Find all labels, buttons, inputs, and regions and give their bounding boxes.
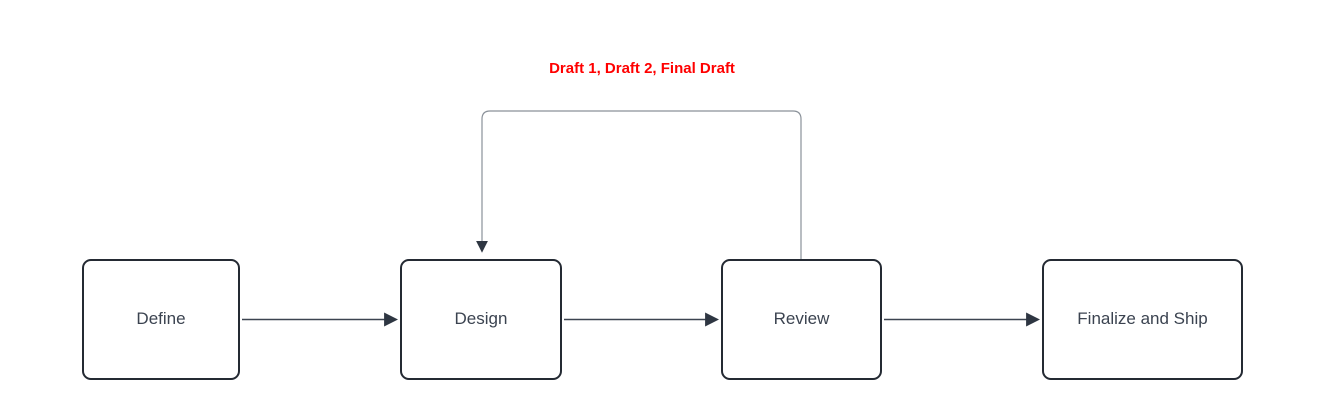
node-define-label: Define bbox=[136, 309, 186, 329]
node-design[interactable]: Design bbox=[400, 259, 562, 380]
node-review-label: Review bbox=[773, 309, 830, 329]
node-finalize-and-ship-label: Finalize and Ship bbox=[1077, 309, 1208, 329]
node-finalize-and-ship[interactable]: Finalize and Ship bbox=[1042, 259, 1243, 380]
node-define[interactable]: Define bbox=[82, 259, 240, 380]
edge-review-to-design-feedback-loop bbox=[476, 110, 802, 259]
node-review[interactable]: Review bbox=[721, 259, 882, 380]
feedback-edge-label: Draft 1, Draft 2, Final Draft bbox=[549, 60, 735, 77]
node-design-label: Design bbox=[454, 309, 508, 329]
